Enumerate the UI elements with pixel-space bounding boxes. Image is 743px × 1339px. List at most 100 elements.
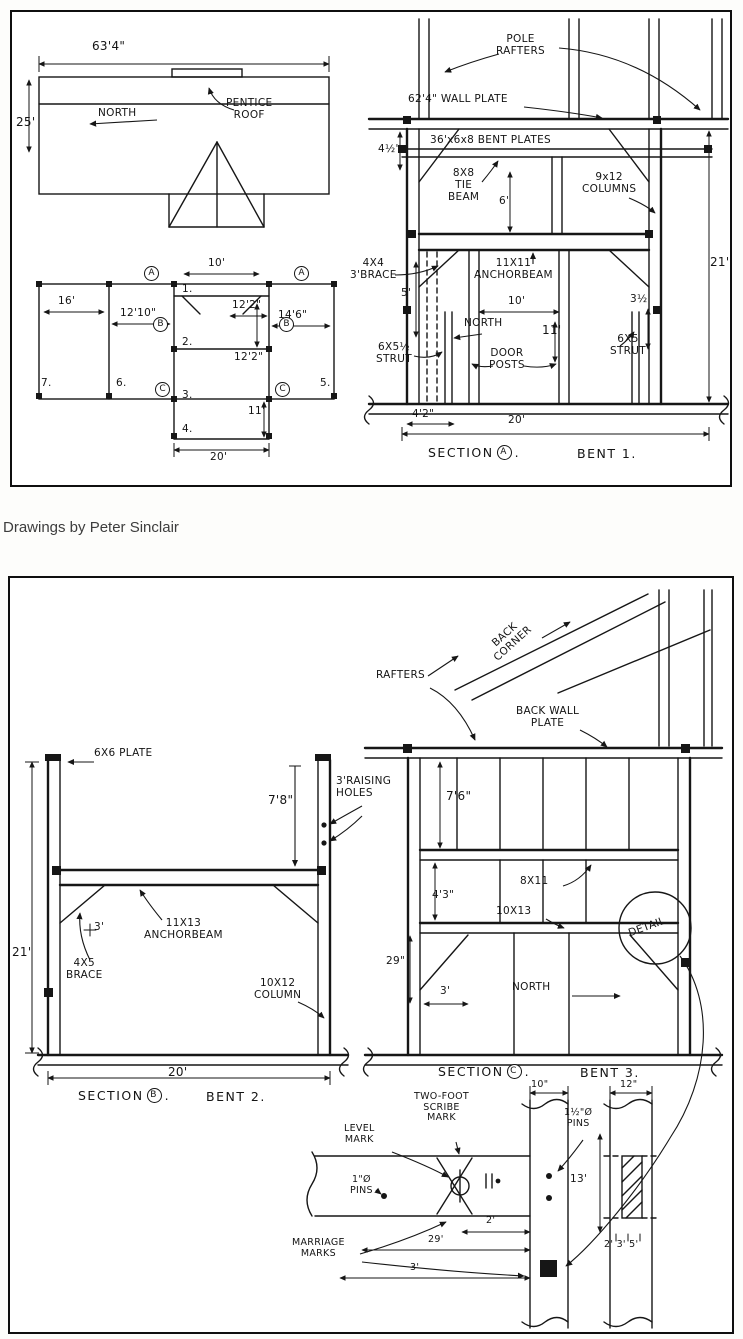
bent-2-title: BENT 2. (206, 1089, 266, 1104)
dim-12ft2-a: 12'2" (232, 299, 262, 311)
room-7: 7. (41, 377, 52, 389)
credit-caption: Drawings by Peter Sinclair (3, 519, 179, 536)
bent-1-title: BENT 1. (577, 446, 637, 461)
dim-29: 29' (428, 1234, 444, 1245)
plate-6x6-label: 6X6 PLATE (94, 747, 153, 759)
dim-21ft-bent1: 21' (710, 255, 730, 269)
dim-2ft: 2' (486, 1215, 496, 1226)
sheet-1-frame: 63'4" 25' NORTH PENTICE ROOF 10' 1. 16' … (10, 10, 732, 487)
dim-20ft-plan: 20' (210, 451, 228, 463)
column-10x12-label: 10X12 COLUMN (254, 977, 302, 1001)
joint-marks (44, 744, 690, 1277)
dim-roof-depth: 25' (16, 115, 36, 129)
north-label-sec-a: NORTH (464, 317, 503, 329)
section-period: . (164, 1088, 171, 1103)
pole-rafters-label: POLE RAFTERS (496, 33, 546, 57)
sheet-2-leader-arrows (67, 621, 704, 1279)
room-6: 6. (116, 377, 127, 389)
marriage-marks-label: MARRIAGE MARKS (292, 1237, 345, 1259)
roof-plan-lines (38, 68, 330, 228)
dim-11ft-sec-a: 11' (542, 323, 562, 337)
north-label-plan: NORTH (98, 107, 137, 119)
rafters-label: RAFTERS (376, 669, 426, 681)
dim-20ft-sec-a: 20' (508, 414, 526, 426)
pentice-roof-label: PENTICE ROOF (226, 97, 273, 121)
section-word: SECTION (428, 445, 494, 460)
scribe-detail-lines (306, 1098, 661, 1329)
floor-plan-lines (38, 283, 335, 440)
dim-10ft-plan: 10' (208, 257, 226, 269)
section-letter-b: B (146, 1088, 162, 1103)
section-c-title: SECTION C . (438, 1064, 530, 1079)
dim-12ft10: 12'10" (120, 307, 157, 319)
column-line-a-left: A (144, 266, 159, 281)
section-letter-c: C (506, 1064, 522, 1079)
dim-5ft: 5' (401, 287, 412, 299)
dim-3half-ft: 3½' (630, 293, 651, 305)
dim-4ft2: 4'2" (412, 408, 435, 420)
dim-20ft-bent2: 20' (168, 1065, 188, 1079)
dim-7ft6: 7'6" (446, 789, 472, 803)
dim-10ft-sec-a: 10' (508, 295, 526, 307)
dim-14ft6: 14'6" (278, 309, 308, 321)
strut-right-label: 6X5 STRUT (610, 333, 646, 357)
brace-4x5-label: 4X5 BRACE (66, 957, 103, 981)
columns-9x12-label: 9x12 COLUMNS (582, 171, 637, 195)
tie-beam-label: 8X8 TIE BEAM (448, 167, 480, 203)
level-mark-label: LEVEL MARK (344, 1123, 375, 1145)
anchorbeam-11x11-label: 11X11 ANCHORBEAM (474, 257, 553, 281)
pins-1in-label: 1"Ø PINS (350, 1174, 373, 1196)
dim-11ft-plan: 11' (248, 405, 266, 417)
scale-marks-label: 2' 3' 5' (604, 1239, 639, 1250)
wall-plate-label: 62'4" WALL PLATE (408, 93, 508, 105)
dim-21ft-bent2: 21' (12, 945, 32, 959)
bent-line-1: 1. (182, 283, 193, 295)
dim-6ft: 6' (499, 195, 510, 207)
section-b-title: SECTION B . (78, 1088, 170, 1103)
strut-left-label: 6X5½ STRUT (376, 341, 412, 365)
bent-2-frame-lines (32, 758, 350, 1077)
sheet-1-leader-arrows (89, 47, 701, 370)
post-marks (36, 116, 712, 439)
dim-3ft-sec-c: 3' (440, 985, 451, 997)
room-5: 5. (320, 377, 331, 389)
bent-line-3: 3. (182, 389, 193, 401)
section-letter-a: A (496, 445, 512, 460)
dim-10in: 10" (531, 1079, 549, 1090)
sheet-2-frame: 6X6 PLATE 7'8" 3'RAISING HOLES 21' 3' 4X… (8, 576, 734, 1334)
bent-1-frame-lines (363, 18, 730, 425)
brace-4x4-label: 4X4 3'BRACE (350, 257, 397, 281)
column-line-c-left: C (155, 382, 170, 397)
section-a-title: SECTION A . (428, 445, 520, 460)
sheet-2-drawing (25, 589, 724, 1329)
pins-1half-label: 1½"Ø PINS (564, 1107, 593, 1129)
section-word: SECTION (438, 1064, 504, 1079)
bent-line-4: 4. (182, 423, 193, 435)
dim-4half-ft: 4½' (378, 143, 399, 155)
bent-3-title: BENT 3. (580, 1065, 640, 1080)
bent-line-2: 2. (182, 336, 193, 348)
beam-8x11-label: 8X11 (520, 875, 549, 887)
section-period: . (524, 1064, 531, 1079)
dim-roof-width: 63'4" (92, 39, 126, 53)
dim-3ft-detail: 3' (410, 1262, 420, 1273)
column-line-b-left: B (153, 317, 168, 332)
door-posts-label: DOOR POSTS (489, 347, 525, 371)
beam-10x13-label: 10X13 (496, 905, 532, 917)
dim-12ft2-b: 12'2" (234, 351, 264, 363)
raising-holes-label: 3'RAISING HOLES (336, 775, 392, 799)
bent-plates-label: 36'x6x8 BENT PLATES (430, 134, 552, 146)
bent-3-frame-lines (362, 589, 724, 1077)
north-label-sec-c: NORTH (512, 981, 551, 993)
section-word: SECTION (78, 1088, 144, 1103)
dim-12in: 12" (620, 1079, 638, 1090)
dim-13ft: 13' (570, 1173, 588, 1185)
dim-4ft3: 4'3" (432, 889, 455, 901)
back-wall-plate-label: BACK WALL PLATE (516, 705, 580, 729)
anchorbeam-11x13-label: 11X13 ANCHORBEAM (144, 917, 223, 941)
dim-16ft: 16' (58, 295, 76, 307)
dim-7ft8: 7'8" (268, 793, 294, 807)
sheet-1-drawing (26, 18, 730, 457)
dim-3ft-brace: 3' (94, 921, 105, 933)
column-line-b-right: B (279, 317, 294, 332)
